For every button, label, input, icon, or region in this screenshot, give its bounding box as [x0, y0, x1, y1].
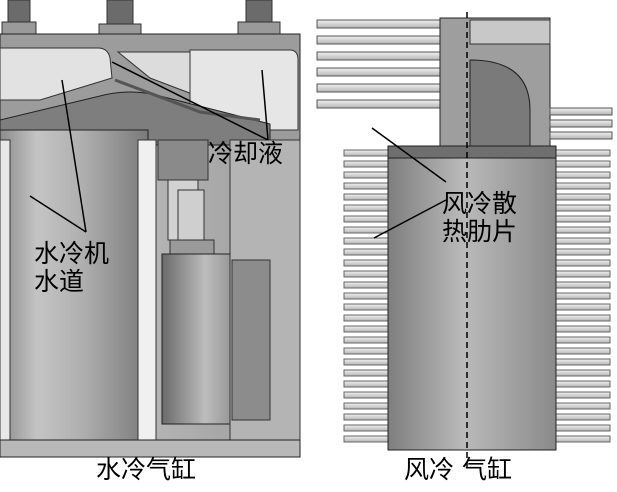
cooling-fin	[553, 435, 611, 443]
label-water-jacket-line1: 水冷机	[34, 239, 110, 268]
cooling-fin	[553, 160, 611, 168]
head-side-fins	[549, 107, 613, 140]
cooling-fin	[553, 204, 611, 212]
cooling-fin	[343, 193, 391, 201]
cooling-fin	[553, 171, 611, 179]
exhaust-port	[469, 59, 531, 151]
cooling-fin	[553, 303, 611, 311]
water-jacket-channel	[0, 139, 11, 451]
cooling-fin	[343, 160, 391, 168]
caption-air-cooled: 风冷 气缸	[404, 456, 512, 484]
cooling-fin	[553, 248, 611, 256]
leader-water-jacket-upper	[61, 79, 87, 233]
cylinder-bore	[0, 129, 149, 458]
cooling-fin	[343, 226, 391, 234]
cooling-fin	[553, 325, 611, 333]
cooling-fin	[343, 215, 391, 223]
leader-fins-barrel	[373, 199, 447, 239]
cooling-fin	[343, 204, 391, 212]
cooling-fin	[343, 149, 391, 157]
cooling-fin	[343, 259, 391, 267]
cooling-fin	[553, 226, 611, 234]
cooling-fin	[553, 380, 611, 388]
cooling-fin	[553, 237, 611, 245]
cooling-fin	[553, 259, 611, 267]
head-bolt	[98, 0, 142, 37]
caption-air-cooled-text: 风冷 气缸	[404, 455, 512, 484]
water-jacket-channel	[137, 139, 157, 451]
leader-coolant-head	[111, 61, 269, 141]
cooling-fin	[343, 402, 391, 410]
label-water-jacket-line2: 水道	[34, 267, 85, 296]
water-cooled-cylinder-drawing	[0, 0, 301, 458]
cooling-fin	[553, 182, 611, 190]
cooling-fin	[553, 149, 611, 157]
label-cooling-fins-line2: 热肋片	[442, 217, 518, 246]
barrel-cooling-fins-right	[553, 149, 611, 443]
cooling-fin	[343, 325, 391, 333]
cooling-fin	[553, 391, 611, 399]
head-bolt	[1, 0, 37, 35]
leader-fins-head	[371, 127, 447, 183]
cooling-fin	[553, 413, 611, 421]
cooling-fin	[343, 391, 391, 399]
cooling-fin	[343, 413, 391, 421]
cooling-fin	[553, 314, 611, 322]
cooling-fin	[553, 358, 611, 366]
cooling-fin	[553, 215, 611, 223]
cooling-fin	[343, 281, 391, 289]
cooling-fin	[553, 336, 611, 344]
cooling-fin	[343, 292, 391, 300]
barrel-cooling-fins-left	[343, 149, 391, 443]
cooling-fin	[553, 369, 611, 377]
air-cooled-cylinder-drawing	[316, 12, 613, 470]
cooling-fin	[343, 358, 391, 366]
cooling-fin	[343, 314, 391, 322]
cooling-fin	[343, 369, 391, 377]
label-water-jacket: 水冷机 水道	[34, 240, 109, 296]
cooling-fin	[553, 281, 611, 289]
head-water-passage	[0, 47, 113, 101]
cooling-fin	[343, 336, 391, 344]
label-cooling-fins-line1: 风冷散	[442, 189, 518, 218]
label-coolant: 冷却液	[208, 140, 283, 168]
cooling-fin	[553, 193, 611, 201]
leader-water-jacket-lower	[29, 195, 87, 233]
caption-water-cooled: 水冷气缸	[96, 456, 196, 484]
caption-water-cooled-text: 水冷气缸	[96, 455, 197, 484]
head-bolt	[237, 0, 281, 35]
leader-coolant-right	[261, 69, 269, 141]
air-cooled-barrel	[387, 145, 557, 451]
cooling-fin	[343, 347, 391, 355]
label-cooling-fins: 风冷散 热肋片	[442, 190, 517, 246]
label-coolant-text: 冷却液	[208, 139, 284, 168]
cooling-fin	[343, 424, 391, 432]
cooling-fin	[553, 402, 611, 410]
leader-lines	[29, 61, 447, 239]
cooling-fin	[343, 435, 391, 443]
cooling-fin	[343, 182, 391, 190]
cooling-fin	[343, 380, 391, 388]
cooling-fin	[553, 347, 611, 355]
cooling-fin	[343, 171, 391, 179]
cooling-fin	[343, 303, 391, 311]
cooling-fin	[553, 270, 611, 278]
cooling-fin	[553, 292, 611, 300]
cooling-fin	[343, 270, 391, 278]
cooling-fin	[553, 424, 611, 432]
cooling-fin	[343, 248, 391, 256]
cooling-fin	[343, 237, 391, 245]
